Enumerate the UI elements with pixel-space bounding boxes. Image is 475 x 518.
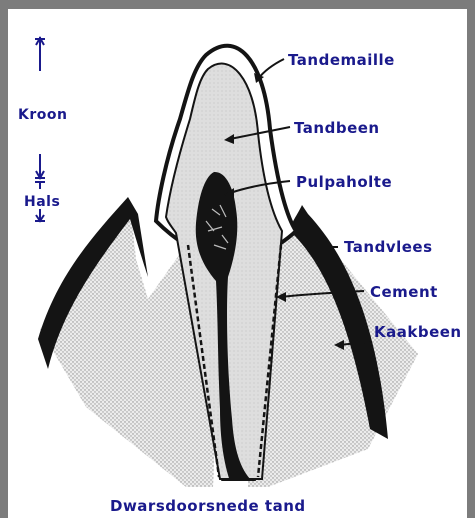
label-gum: Tandvlees — [344, 238, 433, 256]
diagram-caption: Dwarsdoorsnede tand — [110, 497, 306, 515]
diagram-frame: Tandemaille Tandbeen Pulpaholte Tandvlee… — [8, 9, 467, 518]
enamel-pointer — [258, 59, 284, 79]
tooth-diagram: Tandemaille Tandbeen Pulpaholte Tandvlee… — [8, 9, 467, 518]
label-enamel: Tandemaille — [288, 51, 395, 69]
label-pulp-cavity: Pulpaholte — [296, 173, 392, 191]
label-jawbone: Kaakbeen — [374, 323, 462, 341]
label-crown: Kroon — [18, 107, 67, 123]
label-dentin: Tandbeen — [294, 119, 380, 137]
label-neck: Hals — [24, 194, 60, 210]
label-cementum: Cement — [370, 283, 438, 301]
